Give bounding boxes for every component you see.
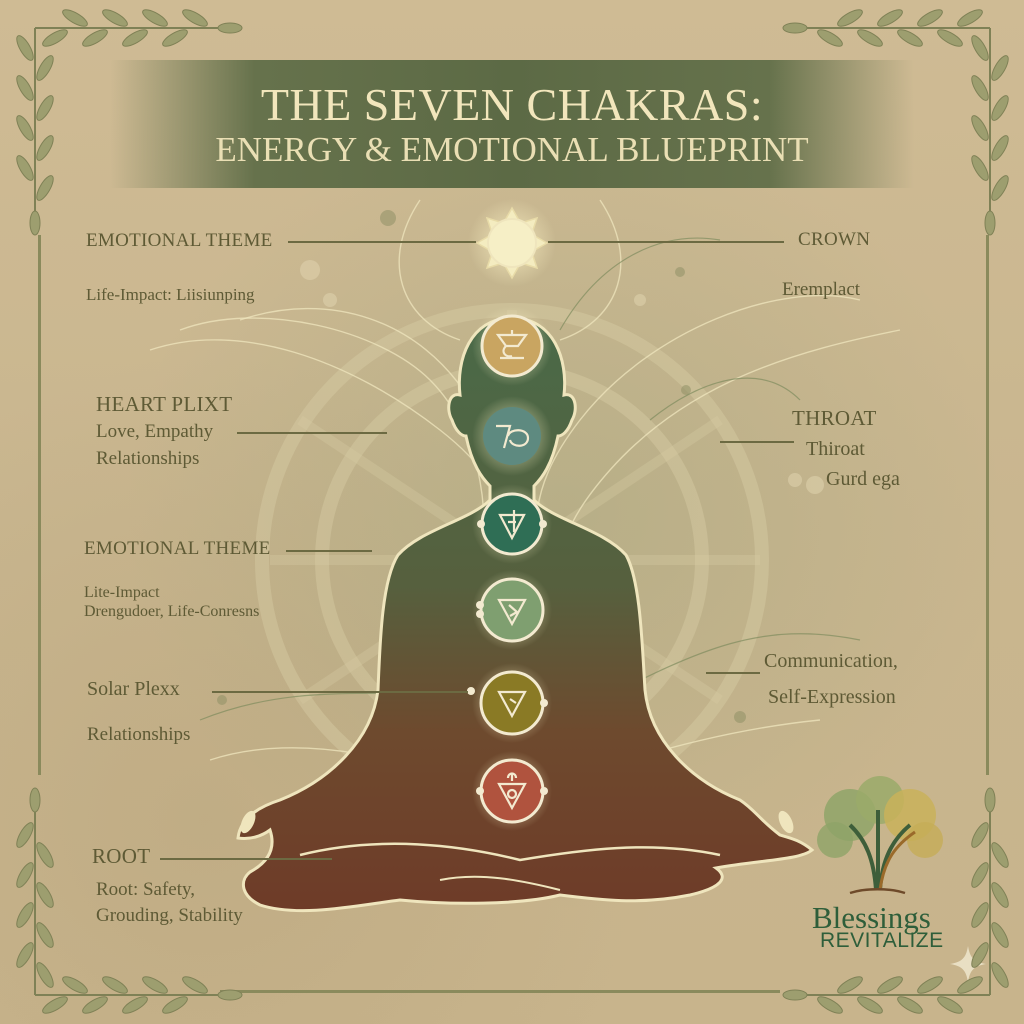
label-self-expression: Self-Expression <box>768 686 896 708</box>
label-crown: CROWN <box>798 229 871 250</box>
leader-line <box>160 858 332 860</box>
frame-right-line <box>986 235 989 775</box>
label-emotional-theme-top: EMOTIONAL THEME <box>86 230 273 251</box>
crown-lotus-icon <box>468 199 556 287</box>
logo-tagline: REVITALIZE <box>820 929 944 952</box>
label-gurd-ega: Gurd ega <box>826 468 900 490</box>
label-grounding-stability: Grouding, Stability <box>96 905 243 926</box>
label-relationships-heart: Relationships <box>96 448 200 469</box>
label-life-impact: Life-Impact: Liisiunping <box>86 285 255 304</box>
label-drengudoer: Drengudoer, Life-Conresns <box>84 603 260 620</box>
page-subtitle: ENERGY & EMOTIONAL BLUEPRINT <box>215 130 809 169</box>
leader-line <box>286 550 372 552</box>
label-relationships-solar: Relationships <box>87 724 191 745</box>
label-lite-impact: Lite-Impact <box>84 584 160 601</box>
label-communication: Communication, <box>764 650 898 672</box>
logo-name: Blessings <box>812 900 931 935</box>
label-root-safety: Root: Safety, <box>96 879 196 900</box>
label-love-empathy: Love, Empathy <box>96 421 214 442</box>
label-emotional-theme-mid: EMOTIONAL THEME <box>84 538 271 559</box>
leader-line <box>548 241 784 243</box>
label-thiroat: Thiroat <box>806 438 865 460</box>
leader-line <box>720 441 794 443</box>
frame-left-line <box>38 235 41 775</box>
label-root: ROOT <box>92 844 151 868</box>
label-throat: THROAT <box>792 406 877 430</box>
leader-line <box>237 432 387 434</box>
leader-line <box>212 691 468 693</box>
label-eremplact: Eremplact <box>782 279 861 300</box>
leader-line <box>288 241 476 243</box>
label-heart-plixt: HEART PLIXT <box>96 392 233 416</box>
label-solar-plexx: Solar Plexx <box>87 678 180 700</box>
sparkle-icon <box>950 946 986 982</box>
frame-bottom-line <box>220 990 780 993</box>
page-title: THE SEVEN CHAKRAS: <box>260 79 764 130</box>
title-banner <box>110 60 914 188</box>
leader-line <box>706 672 760 674</box>
